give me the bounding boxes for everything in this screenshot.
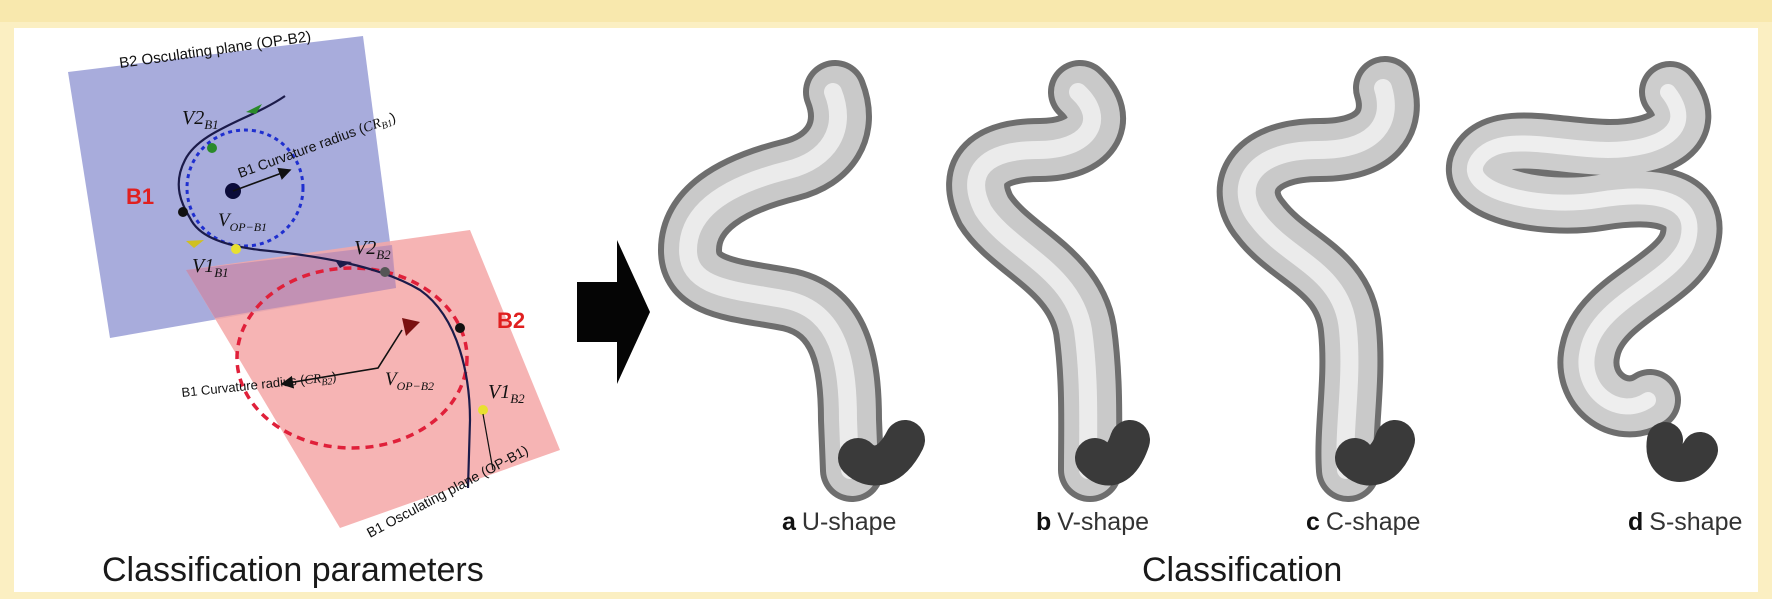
v1b1-sub: B1	[214, 265, 228, 280]
caption-c-letter: c	[1306, 508, 1320, 536]
v1b1-sym: V1	[192, 255, 214, 277]
vopb2-sub: OP−B2	[397, 379, 434, 393]
caption-s-letter: d	[1628, 508, 1643, 536]
right-caption: Classification	[1142, 551, 1342, 590]
v-shape-vessel	[976, 92, 1130, 470]
v1b2-sub: B2	[510, 391, 525, 406]
caption-u-name: U-shape	[802, 508, 897, 536]
caption-u-letter: a	[782, 508, 796, 536]
v2b1-sub: B1	[204, 117, 218, 132]
flow-arrow	[577, 240, 650, 384]
b1-label: B1	[126, 184, 154, 209]
caption-c-name: C-shape	[1326, 508, 1421, 536]
s-shape-vessel	[1475, 92, 1700, 464]
v2b2-sym: V2	[354, 237, 376, 259]
b2-apex-point	[455, 323, 465, 333]
b1-apex-point	[178, 207, 188, 217]
b2-label: B2	[497, 308, 525, 333]
left-caption: Classification parameters	[102, 551, 484, 590]
caption-v-letter: b	[1036, 508, 1051, 536]
c-shape-vessel	[1247, 88, 1395, 470]
u-shape-vessel	[688, 92, 905, 470]
v2b2-point	[380, 267, 390, 277]
caption-v-name: V-shape	[1057, 508, 1149, 536]
v2b1-sym: V2	[182, 107, 204, 129]
v2b2-sub: B2	[376, 247, 391, 262]
caption-s-name: S-shape	[1649, 508, 1742, 536]
b2-radius-sym: CR	[304, 370, 322, 387]
vopb1-sub: OP−B1	[230, 220, 267, 234]
v1b2-sym: V1	[488, 381, 510, 403]
v1b2-point	[478, 405, 488, 415]
v1b1-point	[231, 244, 241, 254]
v2b1-point	[207, 143, 217, 153]
